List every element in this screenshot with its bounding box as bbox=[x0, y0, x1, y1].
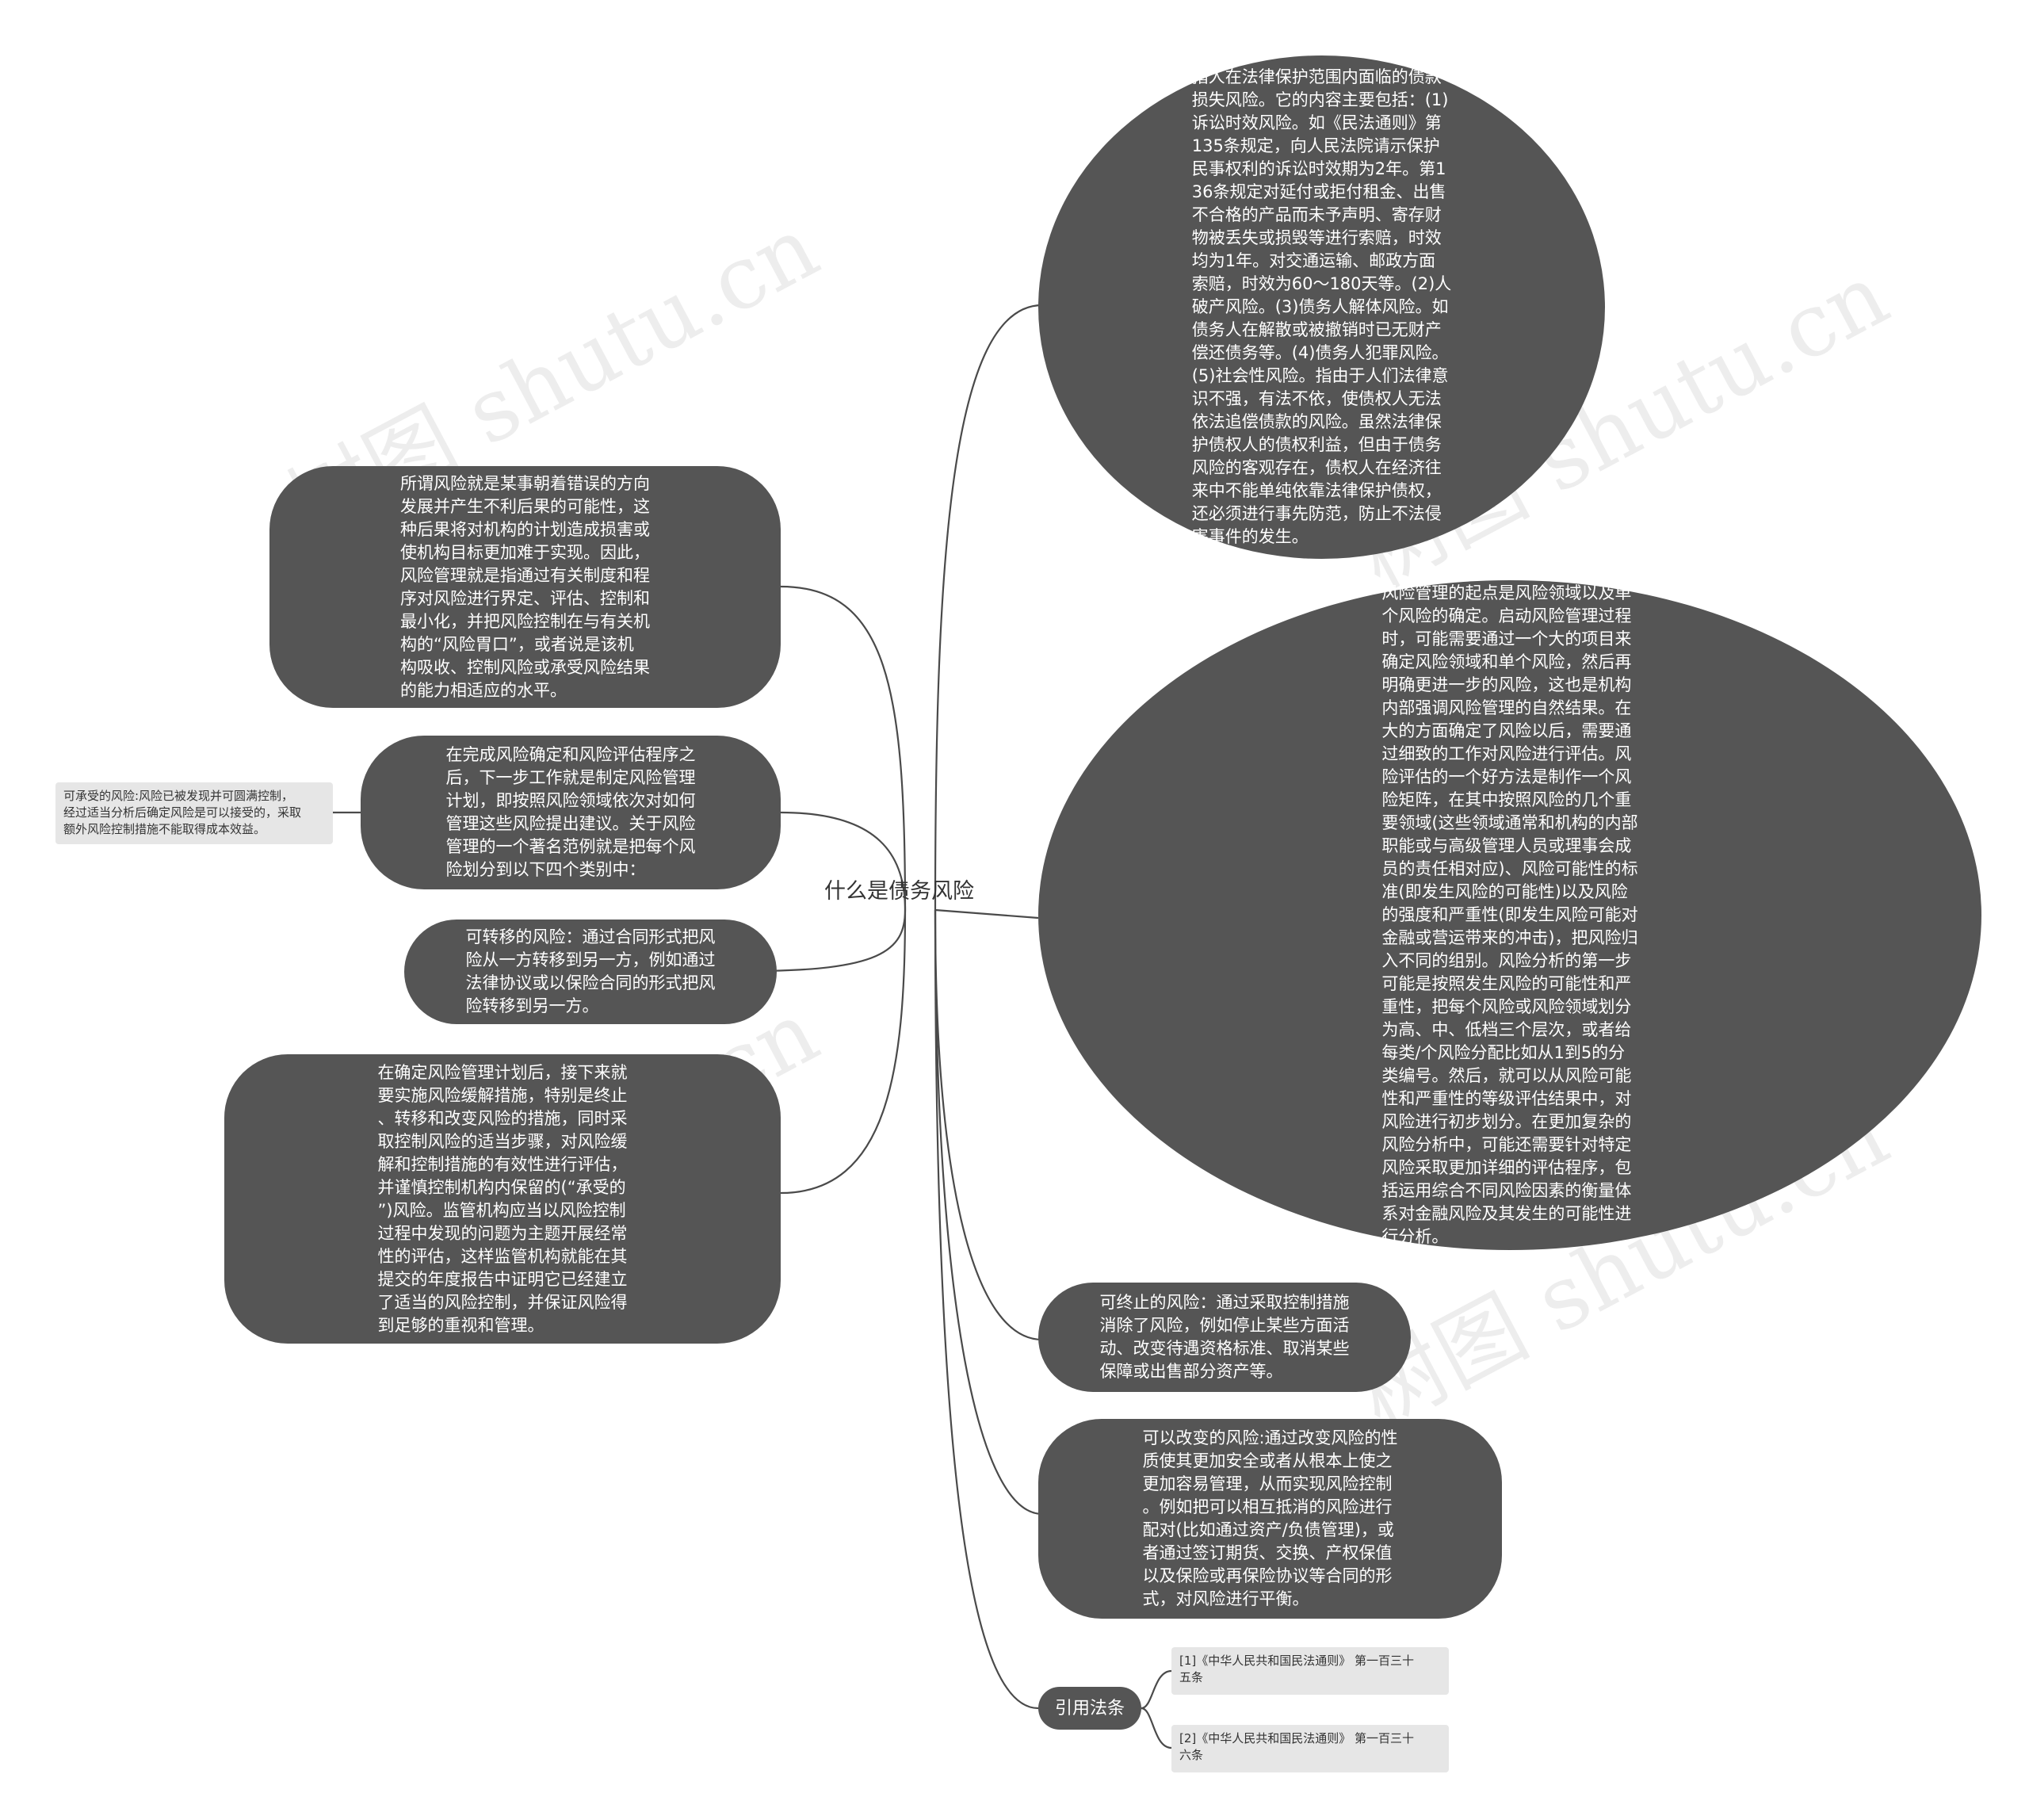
link-root-right-3 bbox=[934, 909, 1043, 1341]
node-risk-mitigation[interactable]: 在确定风险管理计划后，接下来就 要实施风险缓解措施，特别是终止 、转移和改变风险… bbox=[224, 1054, 781, 1344]
node-text: 在完成风险确定和风险评估程序之 后，下一步工作就是制定风险管理 计划，即按照风险… bbox=[445, 745, 696, 879]
node-terminable-risk[interactable]: 可终止的风险：通过采取控制措施 消除了风险，例如停止某些方面活 动、改变待遇资格… bbox=[1038, 1283, 1411, 1392]
node-text: 可转移的风险：通过合同形式把风 险从一方转移到另一方，例如通过 法律协议或以保险… bbox=[465, 927, 716, 1015]
link-root-left-2 bbox=[780, 811, 907, 911]
leaf-law-citation-2[interactable]: [2]《中华人民共和国民法通则》 第一百三十 六条 bbox=[1171, 1725, 1449, 1772]
link-root-left-4 bbox=[780, 909, 907, 1195]
node-text: 在确定风险管理计划后，接下来就 要实施风险缓解措施，特别是终止 、转移和改变风险… bbox=[377, 1062, 628, 1335]
node-text: 所谓风险就是某事朝着错误的方向 发展并产生不利后果的可能性，这 种后果将对机构的… bbox=[400, 473, 650, 700]
root-topic[interactable]: 什么是债务风险 bbox=[824, 879, 974, 904]
node-text: 风险管理的起点是风险领域以及单 个风险的确定。启动风险管理过程 时，可能需要通过… bbox=[1381, 583, 1638, 1246]
link-law-1 bbox=[1141, 1669, 1172, 1710]
node-debt-loss-risk[interactable]: 指人在法律保护范围内面临的债款 损失风险。它的内容主要包括：(1) 诉讼时效风险… bbox=[1038, 55, 1605, 559]
node-changeable-risk[interactable]: 可以改变的风险:通过改变风险的性 质使其更加安全或者从根本上使之 更加容易管理，… bbox=[1038, 1419, 1502, 1619]
leaf-acceptable-risk[interactable]: 可承受的风险:风险已被发现并可圆满控制， 经过适当分析后确定风险是可以接受的，采… bbox=[55, 782, 333, 844]
link-root-right-5 bbox=[934, 909, 1039, 1710]
node-text: 引用法条 bbox=[1054, 1698, 1125, 1719]
node-cited-laws[interactable]: 引用法条 bbox=[1038, 1687, 1141, 1730]
link-root-left-1 bbox=[780, 585, 907, 911]
link-root-left-3 bbox=[748, 909, 907, 973]
node-transferable-risk[interactable]: 可转移的风险：通过合同形式把风 险从一方转移到另一方，例如通过 法律协议或以保险… bbox=[404, 920, 777, 1024]
link-root-right-4 bbox=[934, 909, 1043, 1516]
node-risk-management-plan[interactable]: 在完成风险确定和风险评估程序之 后，下一步工作就是制定风险管理 计划，即按照风险… bbox=[361, 736, 781, 889]
link-root-right-2 bbox=[934, 908, 1039, 920]
leaf-law-citation-1[interactable]: [1]《中华人民共和国民法通则》 第一百三十 五条 bbox=[1171, 1647, 1449, 1695]
node-text: 指人在法律保护范围内面临的债款 损失风险。它的内容主要包括：(1) 诉讼时效风险… bbox=[1191, 67, 1452, 546]
node-risk-identification[interactable]: 风险管理的起点是风险领域以及单 个风险的确定。启动风险管理过程 时，可能需要通过… bbox=[1038, 580, 1981, 1250]
node-text: 可终止的风险：通过采取控制措施 消除了风险，例如停止某些方面活 动、改变待遇资格… bbox=[1099, 1293, 1350, 1381]
link-root-right-1 bbox=[934, 304, 1043, 911]
node-risk-definition[interactable]: 所谓风险就是某事朝着错误的方向 发展并产生不利后果的可能性，这 种后果将对机构的… bbox=[269, 466, 781, 708]
link-law-2 bbox=[1141, 1707, 1172, 1749]
node-text: 可以改变的风险:通过改变风险的性 质使其更加安全或者从根本上使之 更加容易管理，… bbox=[1142, 1428, 1398, 1608]
